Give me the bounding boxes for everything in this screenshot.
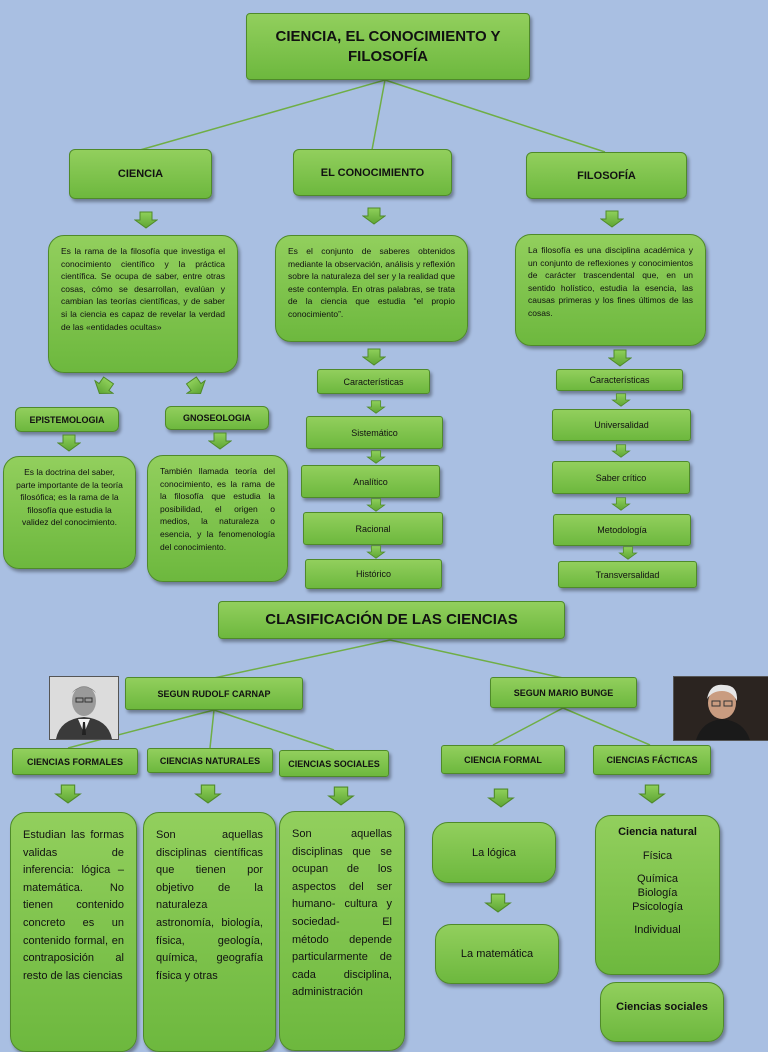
filosofia-caracteristica-item: Saber crítico [552,461,690,494]
filosofia-caracteristica-item: Universalidad [552,409,691,441]
la-logica-box: La lógica [432,822,556,883]
arrow-down-icon [366,498,386,512]
arrow-down-icon [362,207,386,225]
ciencias-facticas-title: CIENCIAS FÁCTICAS [593,745,711,775]
filosofia-title: FILOSOFÍA [526,152,687,199]
conocimiento-caracteristica-item: Histórico [305,559,442,589]
filosofia-caracteristica-item: Metodología [553,514,691,546]
ciencia-natural-item: Física [642,850,673,862]
arrow-down-icon [366,545,386,559]
gnoseologia-title: GNOSEOLOGIA [165,406,269,430]
gnoseologia-description: También llamada teoría del conocimiento,… [147,455,288,582]
filosofia-caracteristicas: Características [556,369,683,391]
ciencia-title: CIENCIA [69,149,212,199]
ciencias-formales-description: Estudian las formas validas de inferenci… [10,812,137,1052]
ciencia-formal-title: CIENCIA FORMAL [441,745,565,774]
conocimiento-caracteristicas: Características [317,369,430,394]
bunge-title: SEGUN MARIO BUNGE [490,677,637,708]
arrow-down-icon [362,348,386,366]
ciencia-natural-item: Química [637,873,678,885]
arrow-down-icon [611,444,631,458]
conocimiento-caracteristica-item: Racional [303,512,443,545]
arrow-down-icon [208,432,232,450]
arrow-down-icon [637,784,667,804]
ciencias-sociales-description: Son aquellas disciplinas que se ocupan d… [279,811,405,1051]
conocimiento-caracteristica-item: Sistemático [306,416,443,449]
arrow-down-icon [366,450,386,464]
arrow-down-icon [618,546,638,560]
ciencia-natural-item: Individual [634,924,681,936]
filosofia-caracteristica-item: Transversalidad [558,561,697,588]
ciencia-description: Es la rama de la filosofía que investiga… [48,235,238,373]
arrow-down-icon [611,393,631,407]
ciencias-formales-title: CIENCIAS FORMALES [12,748,138,775]
arrow-down-icon [366,400,386,414]
arrow-down-icon [134,211,158,229]
ciencia-natural-box: Ciencia natural Física Química Biología … [595,815,720,975]
arrow-down-icon [326,786,356,806]
main-title: CIENCIA, EL CONOCIMIENTO Y FILOSOFÍA [246,13,530,80]
ciencias-sociales-box: Ciencias sociales [600,982,724,1042]
arrow-down-icon [608,349,632,367]
arrow-down-icon [57,434,81,452]
arrow-down-icon [600,210,624,228]
epistemologia-title: EPISTEMOLOGIA [15,407,119,432]
conocimiento-caracteristica-item: Analítico [301,465,440,498]
ciencia-natural-item: Psicología [632,901,683,913]
arrow-down-icon [193,784,223,804]
arrow-down-icon [486,788,516,808]
ciencias-naturales-title: CIENCIAS NATURALES [147,748,273,773]
bunge-photo [673,676,768,741]
ciencia-natural-title: Ciencia natural [618,826,697,838]
conocimiento-description: Es el conjunto de saberes obtenidos medi… [275,235,468,342]
la-matematica-box: La matemática [435,924,559,984]
ciencias-sociales-title: CIENCIAS SOCIALES [279,750,389,777]
arrow-down-icon [53,784,83,804]
ciencia-natural-item: Biología [637,887,678,899]
arrow-down-icon [611,497,631,511]
epistemologia-description: Es la doctrina del saber, parte importan… [3,456,136,569]
clasificacion-title: CLASIFICACIÓN DE LAS CIENCIAS [218,601,565,639]
connector-lines [67,79,651,751]
carnap-photo [49,676,119,740]
conocimiento-title: EL CONOCIMIENTO [293,149,452,196]
arrow-down-icon [483,893,513,913]
ciencias-naturales-description: Son aquellas disciplinas científicas que… [143,812,276,1052]
carnap-title: SEGUN RUDOLF CARNAP [125,677,303,710]
filosofia-description: La filosofía es una disciplina académica… [515,234,706,346]
